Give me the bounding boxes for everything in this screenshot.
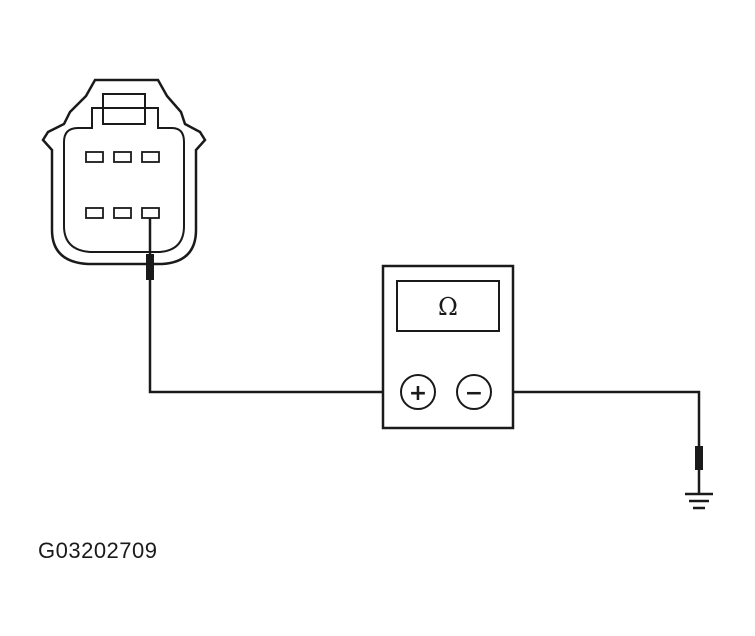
- negative-terminal-label: −: [465, 381, 483, 406]
- positive-terminal: [400, 374, 436, 410]
- pin-slot-3: [141, 151, 160, 163]
- ground-probe: [695, 446, 703, 494]
- pin-slot-6: [141, 207, 160, 219]
- ohmmeter: Ω + −: [381, 264, 515, 430]
- positive-test-lead: [148, 280, 384, 394]
- connector-housing-inner: [63, 107, 185, 253]
- pin-slot-4: [85, 207, 104, 219]
- figure-code: G03202709: [38, 538, 158, 563]
- pin-slot-5: [113, 207, 132, 219]
- probe-tip: [146, 254, 154, 280]
- ohmmeter-display: [396, 280, 500, 332]
- connector-pins: [85, 151, 160, 219]
- pin-slot-2: [113, 151, 132, 163]
- ground-probe-tip: [695, 446, 703, 470]
- connector: [41, 78, 207, 266]
- connector-probe: [146, 218, 154, 280]
- positive-terminal-label: +: [409, 381, 427, 406]
- negative-terminal: [456, 374, 492, 410]
- negative-test-lead: [513, 390, 701, 448]
- pin-slot-1: [85, 151, 104, 163]
- ohm-symbol: Ω: [438, 293, 458, 321]
- ground-icon: [685, 492, 713, 510]
